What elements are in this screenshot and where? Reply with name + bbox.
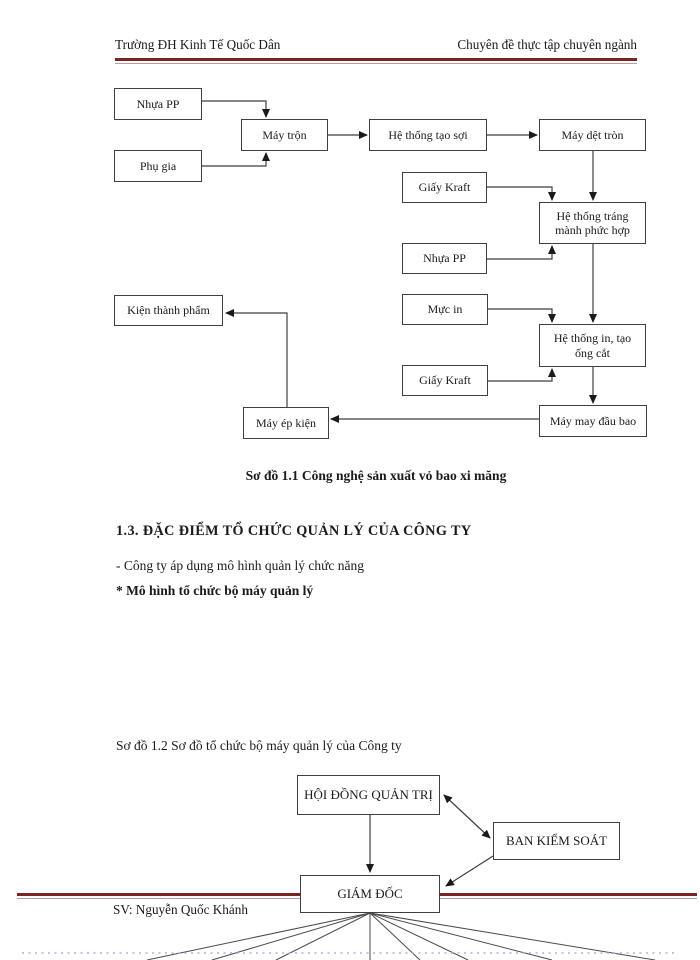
fanout-line-1	[146, 912, 371, 960]
flow-node-giay-kraft-1: Giấy Kraft	[402, 172, 487, 203]
flow-node-phu-gia: Phụ gia	[114, 150, 202, 182]
connector-nhua-pp2-to-trang	[487, 245, 556, 260]
fanout-line-2	[211, 912, 371, 960]
flow-node-he-thong-tao-soi: Hệ thống tạo sợi	[369, 119, 487, 151]
header-rule	[115, 58, 637, 64]
flow-node-he-thong-trang: Hệ thống tráng mành phức hợp	[539, 202, 646, 244]
flow-node-may-det-tron: Máy dệt tròn	[539, 119, 646, 151]
org-node-ban-kiem-soat: BAN KIỂM SOÁT	[493, 822, 620, 860]
connector-phu-gia-to-may-tron	[202, 152, 270, 167]
section-heading: 1.3. ĐẶC ĐIỂM TỔ CHỨC QUẢN LÝ CỦA CÔNG T…	[116, 523, 472, 539]
connector-giay-kraft2-to-he-thong-in	[488, 368, 556, 382]
flow-node-muc-in: Mực in	[402, 294, 488, 325]
orgchart-connectors	[366, 794, 494, 887]
flow-node-may-may-dau-bao: Máy may đầu bao	[539, 405, 647, 437]
connector-ban-kiem-soat-to-giam-doc	[445, 855, 494, 887]
org-node-hoi-dong-quan-tri: HỘI ĐỒNG QUẢN TRỊ	[297, 775, 440, 815]
connector-giay-kraft1-to-trang	[487, 186, 556, 201]
connector-ep-kien-to-kien-thanh-pham	[225, 309, 288, 407]
org-node-giam-doc: GIÁM ĐỐC	[300, 875, 440, 913]
giam-doc-fanout-lines	[146, 912, 656, 960]
flow-node-may-ep-kien: Máy ép kiện	[243, 407, 329, 439]
page-header: Trường ĐH Kinh Tế Quốc Dân Chuyên đề thự…	[115, 37, 637, 53]
body-line-1: - Công ty áp dụng mô hình quản lý chức n…	[116, 558, 365, 573]
flowchart-connectors	[202, 100, 597, 423]
connector-muc-in-to-he-thong-in	[488, 308, 556, 323]
flow-node-kien-thanh-pham: Kiện thành phẩm	[114, 295, 223, 326]
fanout-line-7	[369, 912, 553, 960]
fanout-line-8	[369, 912, 656, 960]
fanout-line-3	[275, 912, 371, 960]
connector-nhua-pp1-to-may-tron	[202, 100, 270, 118]
flow-node-giay-kraft-2: Giấy Kraft	[402, 365, 488, 396]
flow-node-may-tron: Máy trộn	[241, 119, 328, 151]
flow-node-nhua-pp-1: Nhựa PP	[114, 88, 202, 120]
body-line-2: * Mô hình tổ chức bộ máy quản lý	[116, 583, 314, 598]
diagram1-caption: Sơ đồ 1.1 Công nghệ sản xuất vỏ bao xi m…	[245, 468, 507, 483]
footer-student-name: SV: Nguyễn Quốc Khánh	[113, 902, 248, 917]
header-left-text: Trường ĐH Kinh Tế Quốc Dân	[115, 37, 281, 52]
header-right-text: Chuyên đề thực tập chuyên ngành	[457, 37, 637, 52]
connector-hdqt-ban-kiem-soat	[443, 794, 491, 839]
fanout-line-6	[369, 912, 469, 960]
flow-node-he-thong-in: Hệ thống in, tạo ống cắt	[539, 324, 646, 367]
diagram2-caption: Sơ đồ 1.2 Sơ đồ tổ chức bộ máy quản lý c…	[116, 738, 402, 753]
flow-node-nhua-pp-2: Nhựa PP	[402, 243, 487, 274]
fanout-line-5	[369, 912, 421, 960]
